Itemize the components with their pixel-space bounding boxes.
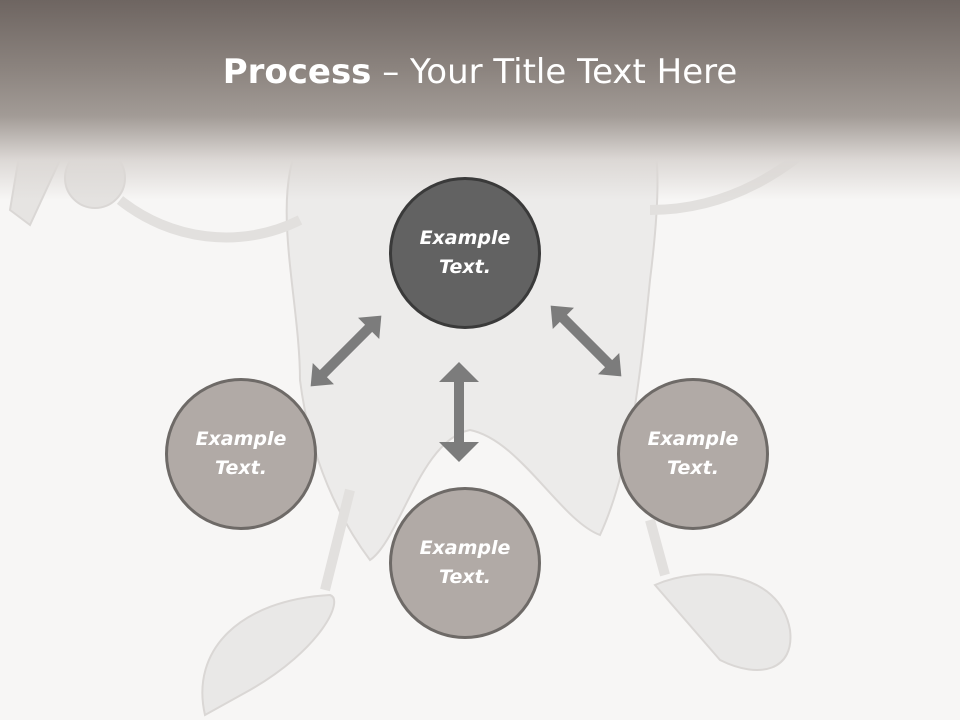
node-bottom-line2: Text. [439,566,491,588]
slide-title: Process – Your Title Text Here [0,52,960,92]
node-right-line1: Example [647,428,739,450]
node-left-line1: Example [195,428,287,450]
node-top-line2: Text. [439,256,491,278]
title-band [0,0,960,200]
node-right-line2: Text. [667,457,719,479]
arrow-top-to-left [310,315,382,387]
node-top-line1: Example [419,227,511,249]
node-left-line2: Text. [215,457,267,479]
node-left: Example Text. [165,378,317,530]
node-bottom-line1: Example [419,537,511,559]
node-right: Example Text. [617,378,769,530]
title-rest: – Your Title Text Here [371,52,738,92]
node-bottom: Example Text. [389,487,541,639]
arrow-top-to-right [550,305,622,377]
node-top: Example Text. [389,177,541,329]
arrow-top-to-bottom [439,362,479,462]
title-bold: Process [222,52,372,92]
